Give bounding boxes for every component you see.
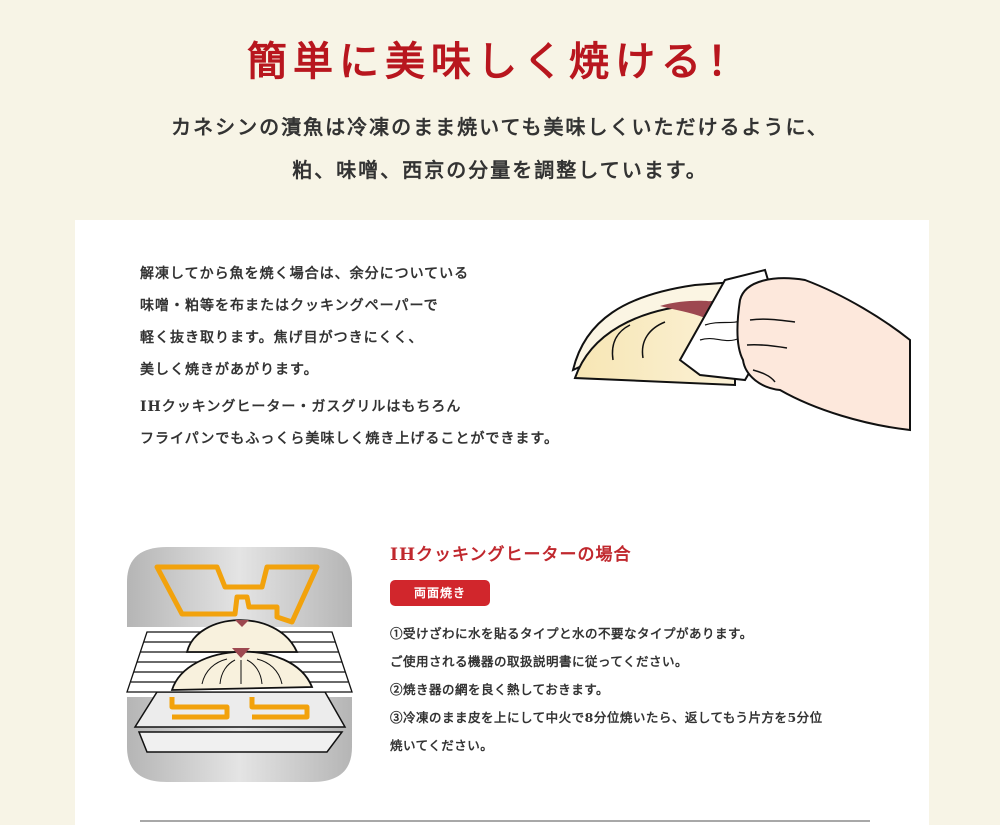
hand-wiping-fish-illustration [571,268,911,432]
intro-line: 解凍してから魚を焼く場合は、余分についている [140,266,470,282]
section-divider [140,820,870,822]
intro-line: フライパンでもふっくら美味しく焼き上げることができます。 [140,431,560,447]
hero-subtitle-line-2: 粕、味噌、西京の分量を調整しています。 [292,158,708,182]
hero-title: 簡単に美味しく焼ける！ [247,38,753,85]
ih-steps: ①受けざわに水を貼るタイプと水の不要なタイプがあります。 ご使用される機器の取扱… [390,620,870,760]
ih-section-title: IHクッキングヒーターの場合 [390,545,632,565]
ih-section: IHクッキングヒーターの場合 両面焼き ①受けざわに水を貼るタイプと水の不要なタ… [390,540,870,760]
hero-subtitle: カネシンの漬魚は冷凍のまま焼いても美味しくいただけるように、 粕、味噌、西京の分… [0,106,1000,192]
intro-line: 味噌・粕等を布またはクッキングペーパーで [140,298,439,314]
ih-step: ③冷凍のまま皮を上にして中火で8分位焼いたら、返してもう片方を5分位 [390,710,823,725]
ih-grill-illustration [126,547,353,782]
ih-step: ②焼き器の網を良く熱しておきます。 [390,682,610,697]
ih-step: ①受けざわに水を貼るタイプと水の不要なタイプがあります。 [390,626,753,641]
intro-line: 美しく焼きがあがります。 [140,362,319,378]
intro-text: 解凍してから魚を焼く場合は、余分についている 味噌・粕等を布またはクッキングペー… [140,258,610,455]
intro-line: IHクッキングヒーター・ガスグリルはもちろん [140,399,462,415]
hero-subtitle-line-1: カネシンの漬魚は冷凍のまま焼いても美味しくいただけるように、 [171,115,829,139]
ih-step: 焼いてください。 [390,738,494,753]
intro-line: 軽く抜き取ります。焦げ目がつきにくく、 [140,330,424,346]
content-card: 解凍してから魚を焼く場合は、余分についている 味噌・粕等を布またはクッキングペー… [75,220,929,825]
ih-step: ご使用される機器の取扱説明書に従ってください。 [390,654,689,669]
double-sided-grill-badge: 両面焼き [390,580,490,606]
